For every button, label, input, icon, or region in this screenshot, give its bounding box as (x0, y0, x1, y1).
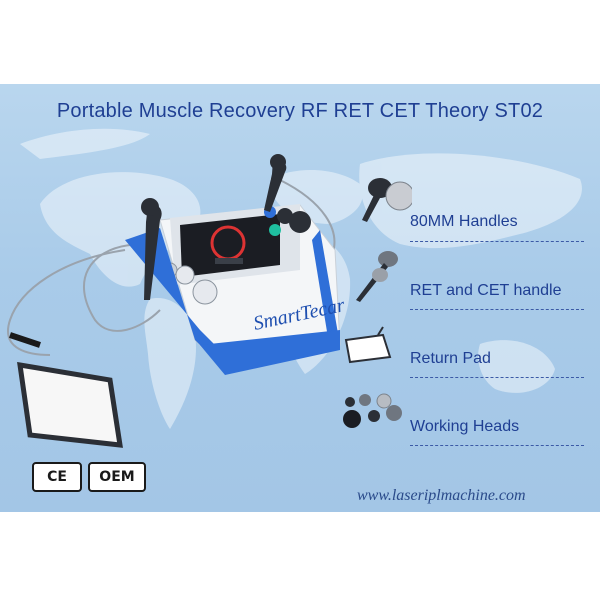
working-heads-icon (343, 393, 402, 428)
feature-divider (410, 445, 584, 446)
ce-badge: CE (32, 462, 82, 492)
return-pad-icon (344, 326, 392, 364)
feature-divider (410, 377, 584, 378)
ret-cet-handle-icon (356, 251, 398, 302)
feature-divider (410, 241, 584, 242)
device-illustration: SmartTecar (7, 154, 347, 448)
website-url: www.laseriplmachine.com (357, 487, 526, 504)
handle-icon (362, 178, 412, 222)
world-map-background (20, 128, 582, 429)
feature-label-working-heads: Working Heads (410, 418, 520, 435)
feature-label-80mm-handles: 80MM Handles (410, 213, 518, 230)
oem-badge: OEM (88, 462, 146, 492)
feature-label-ret-cet-handle: RET and CET handle (410, 282, 562, 299)
page-title: Portable Muscle Recovery RF RET CET Theo… (56, 100, 544, 122)
feature-label-return-pad: Return Pad (410, 350, 491, 367)
feature-divider (410, 309, 584, 310)
